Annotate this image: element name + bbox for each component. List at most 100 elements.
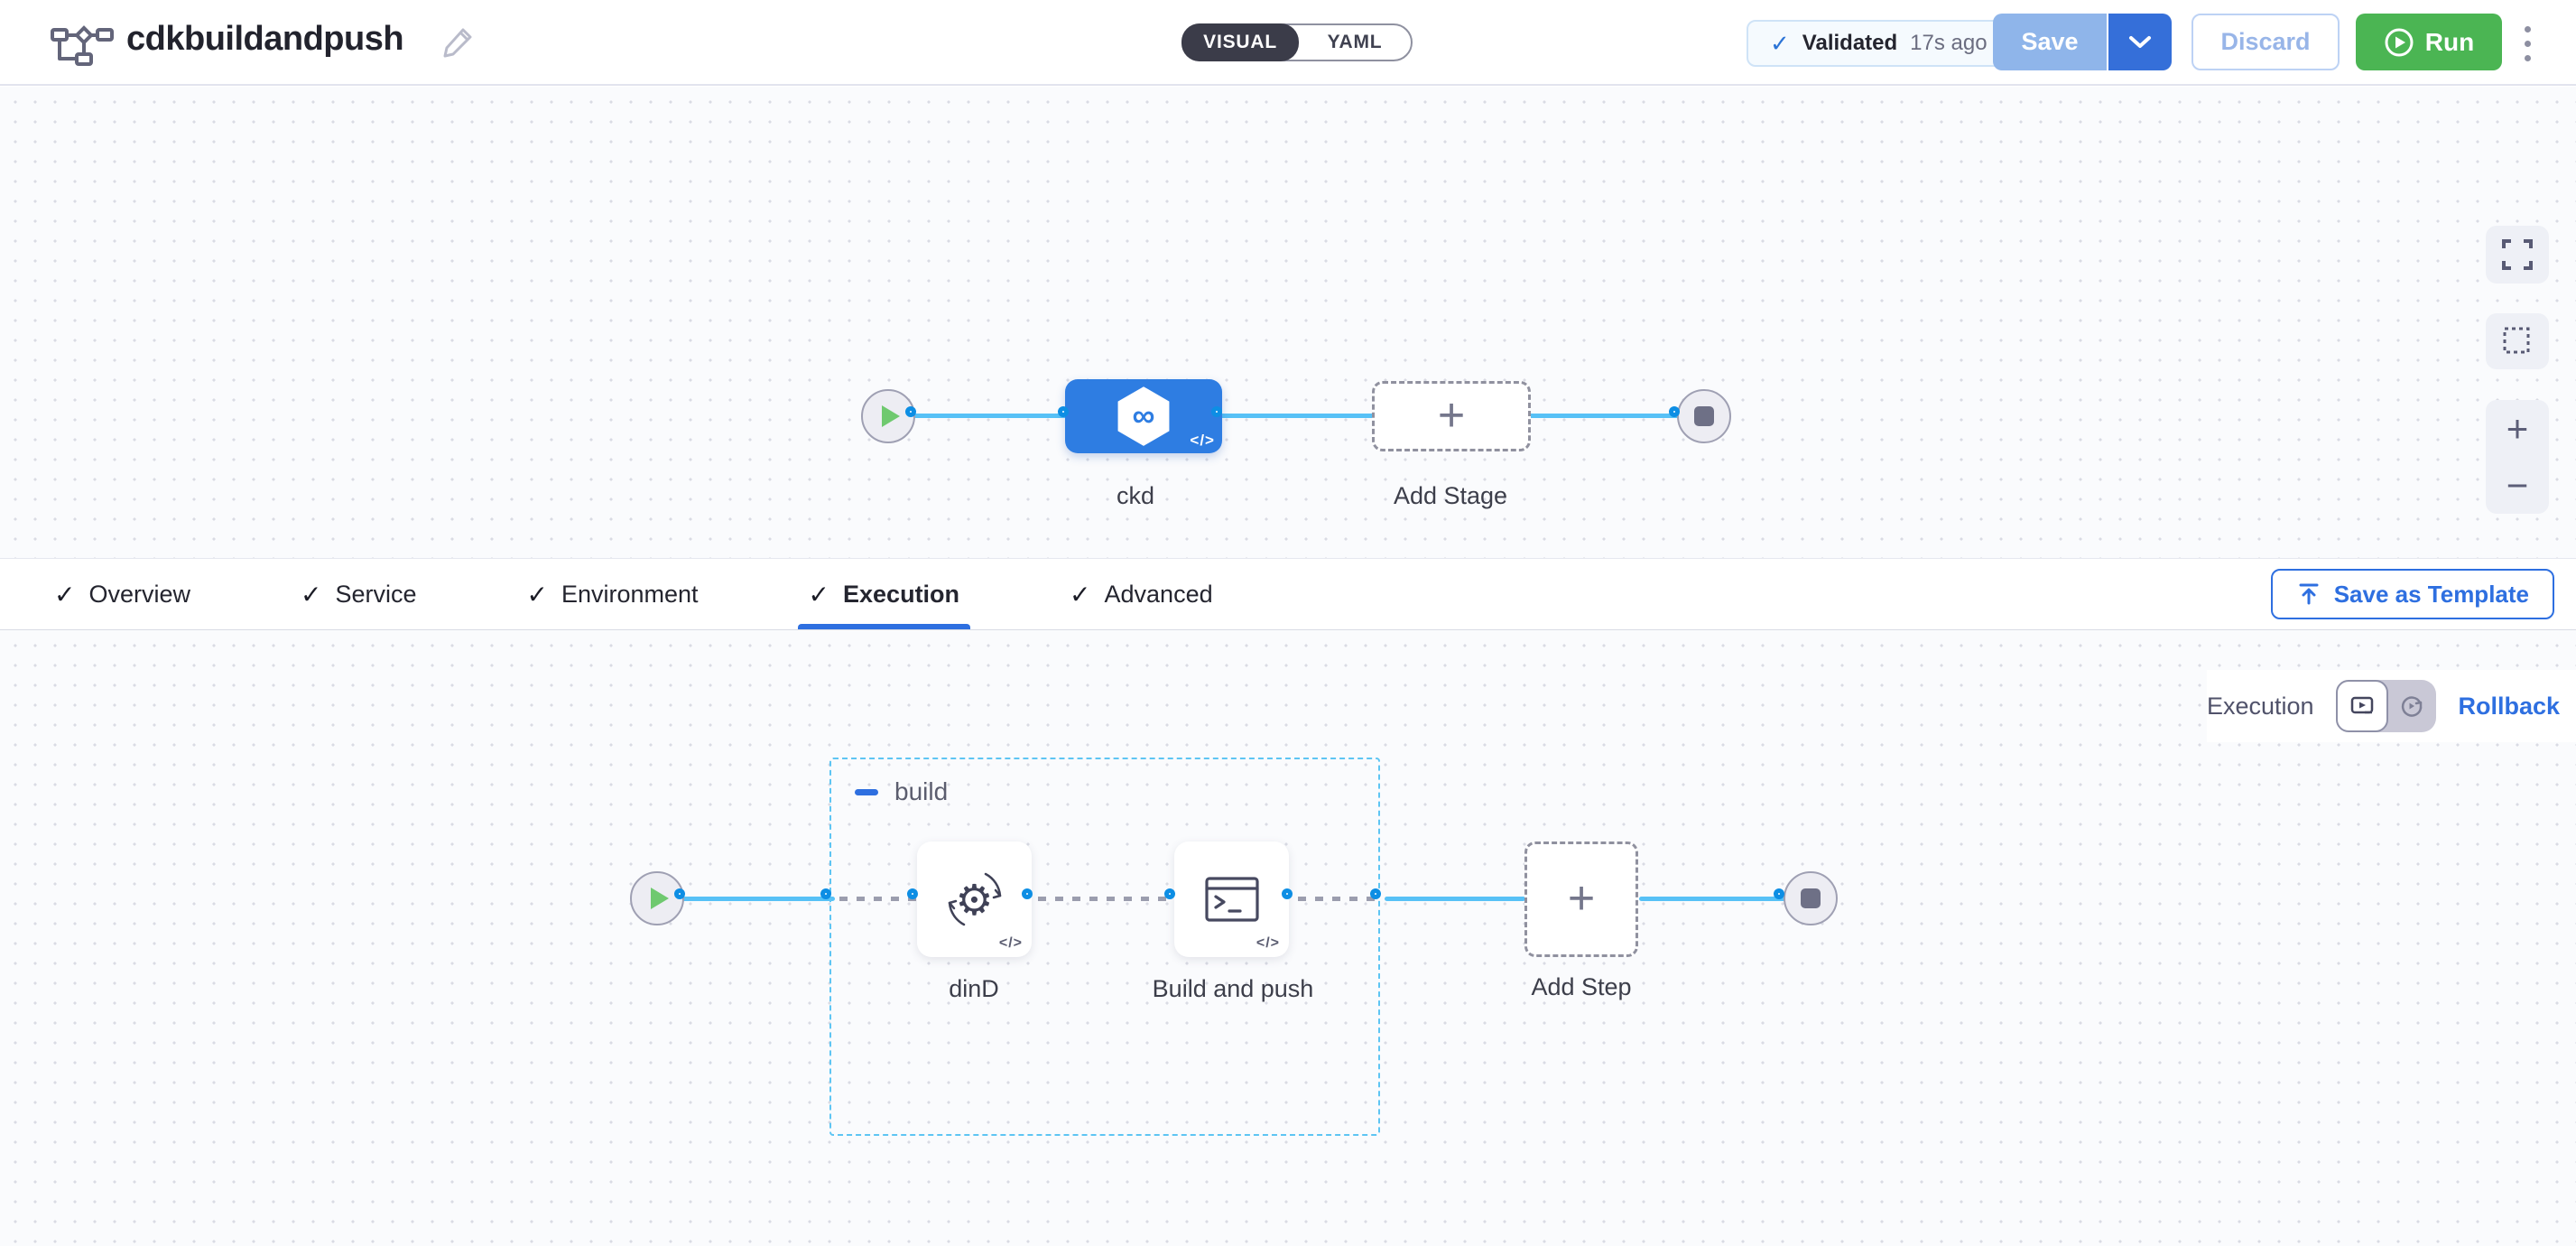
save-button[interactable]: Save <box>1993 14 2107 70</box>
step-label-dind: dinD <box>949 975 999 1002</box>
fullscreen-button[interactable] <box>2486 226 2549 284</box>
tab-label: Advanced <box>1104 580 1213 608</box>
edit-title-icon[interactable] <box>440 23 477 60</box>
validation-badge[interactable]: ✓ Validated 17s ago <box>1747 20 2011 67</box>
execution-mode-bar: Execution Rollback <box>2207 670 2576 742</box>
tab-environment[interactable]: ✓ Environment <box>527 559 699 629</box>
check-icon: ✓ <box>1070 580 1091 609</box>
step-code-badge[interactable]: </> <box>1256 935 1280 951</box>
connector-line <box>680 897 835 901</box>
tab-label: Overview <box>88 580 190 608</box>
more-options-button[interactable] <box>2518 18 2536 69</box>
connector-dashed <box>1038 897 1173 901</box>
group-in-port[interactable] <box>820 888 831 899</box>
execution-view-button[interactable] <box>2335 680 2388 732</box>
validation-time: 17s ago <box>1910 31 1988 55</box>
rollback-link[interactable]: Rollback <box>2458 692 2560 720</box>
step-label-buildpush: Build and push <box>1152 975 1314 1002</box>
end-in-port[interactable] <box>1669 406 1680 417</box>
page-title: cdkbuildandpush <box>126 20 404 58</box>
tab-service[interactable]: ✓ Service <box>301 559 417 629</box>
rollback-view-icon <box>2402 696 2423 717</box>
start-out-port[interactable] <box>905 406 916 417</box>
toggle-yaml[interactable]: YAML <box>1327 32 1383 52</box>
step-node-dind[interactable]: ⚙ </> <box>917 842 1032 957</box>
validation-status: Validated <box>1802 31 1898 55</box>
visual-yaml-toggle: VISUAL YAML <box>1181 23 1413 61</box>
group-out-port[interactable] <box>1370 888 1381 899</box>
start-play-icon <box>882 405 900 427</box>
add-stage-button[interactable]: + <box>1372 381 1531 451</box>
save-options-button[interactable] <box>2108 14 2172 70</box>
execution-canvas[interactable]: Execution Rollback <box>0 630 2576 1246</box>
step-dind-in-port[interactable] <box>907 888 918 899</box>
save-as-template-button[interactable]: Save as Template <box>2270 569 2554 619</box>
stage-code-badge[interactable]: </> <box>1190 432 1215 449</box>
step-node-buildpush[interactable]: </> <box>1174 842 1289 957</box>
add-step-button[interactable]: + <box>1524 842 1638 957</box>
tab-overview[interactable]: ✓ Overview <box>54 559 190 629</box>
start-out-port[interactable] <box>674 888 685 899</box>
discard-button[interactable]: Discard <box>2191 14 2340 70</box>
connector-line <box>1385 897 1525 901</box>
end-in-port[interactable] <box>1774 888 1784 899</box>
stage-canvas[interactable]: ∞ </> ckd + Add Stage + − <box>0 87 2576 558</box>
execution-end-node[interactable] <box>1784 871 1838 925</box>
connector-dashed <box>1298 897 1379 901</box>
marquee-select-button[interactable] <box>2486 313 2549 369</box>
execution-start-node[interactable] <box>630 871 684 925</box>
zoom-in-button[interactable]: + <box>2506 406 2529 450</box>
rollback-view-button[interactable] <box>2388 680 2437 732</box>
pipeline-flowchart-icon <box>50 21 115 68</box>
tab-advanced[interactable]: ✓ Advanced <box>1070 559 1213 629</box>
plus-icon: + <box>1437 389 1466 442</box>
stage-label: ckd <box>1116 482 1155 509</box>
stage-tabbar: ✓ Overview ✓ Service ✓ Environment ✓ Exe… <box>0 558 2576 630</box>
stage-node-ckd[interactable]: ∞ </> <box>1065 379 1222 453</box>
step-group-header: build <box>855 777 948 806</box>
execution-rollback-toggle <box>2335 680 2437 732</box>
step-group-build[interactable] <box>829 758 1380 1136</box>
zoom-controls: + − <box>2486 400 2549 514</box>
run-label: Run <box>2424 27 2475 56</box>
run-play-icon <box>2385 28 2414 56</box>
connector-line <box>1639 897 1787 901</box>
tab-label: Execution <box>843 580 960 608</box>
check-icon: ✓ <box>526 580 548 609</box>
start-play-icon <box>651 888 669 909</box>
zoom-out-button[interactable]: − <box>2506 463 2529 507</box>
check-icon: ✓ <box>1770 29 1790 57</box>
toggle-visual[interactable]: VISUAL <box>1181 23 1300 61</box>
header: cdkbuildandpush VISUAL YAML ✓ Validated … <box>0 0 2576 86</box>
stage-connector-line <box>912 414 1686 418</box>
execution-view-icon <box>2350 696 2373 714</box>
chevron-down-icon <box>2129 35 2151 48</box>
infinity-glyph: ∞ <box>1133 398 1155 433</box>
upload-template-icon <box>2299 583 2319 605</box>
check-icon: ✓ <box>54 580 76 609</box>
save-divider <box>2107 14 2108 70</box>
execution-mode-label: Execution <box>2207 692 2314 720</box>
check-icon: ✓ <box>301 580 322 609</box>
gear-icon: ⚙ <box>955 875 994 924</box>
stop-icon <box>1694 406 1714 426</box>
collapse-group-icon[interactable] <box>855 788 878 795</box>
step-dind-out-port[interactable] <box>1022 888 1033 899</box>
add-stage-label: Add Stage <box>1393 482 1508 509</box>
pipeline-end-node[interactable] <box>1677 389 1731 443</box>
run-button[interactable]: Run <box>2356 14 2502 70</box>
stage-in-port[interactable] <box>1058 406 1069 417</box>
stage-out-port[interactable] <box>1211 406 1222 417</box>
tab-label: Service <box>335 580 417 608</box>
terminal-icon <box>1204 877 1259 922</box>
tab-label: Environment <box>561 580 699 608</box>
step-code-badge[interactable]: </> <box>998 935 1023 951</box>
step-group-label: build <box>894 777 949 805</box>
pipeline-start-node[interactable] <box>861 389 915 443</box>
step-buildpush-in-port[interactable] <box>1164 888 1175 899</box>
stop-icon <box>1801 888 1821 908</box>
marquee-select-icon <box>2503 327 2530 354</box>
tab-execution[interactable]: ✓ Execution <box>797 559 970 629</box>
step-buildpush-out-port[interactable] <box>1282 888 1293 899</box>
